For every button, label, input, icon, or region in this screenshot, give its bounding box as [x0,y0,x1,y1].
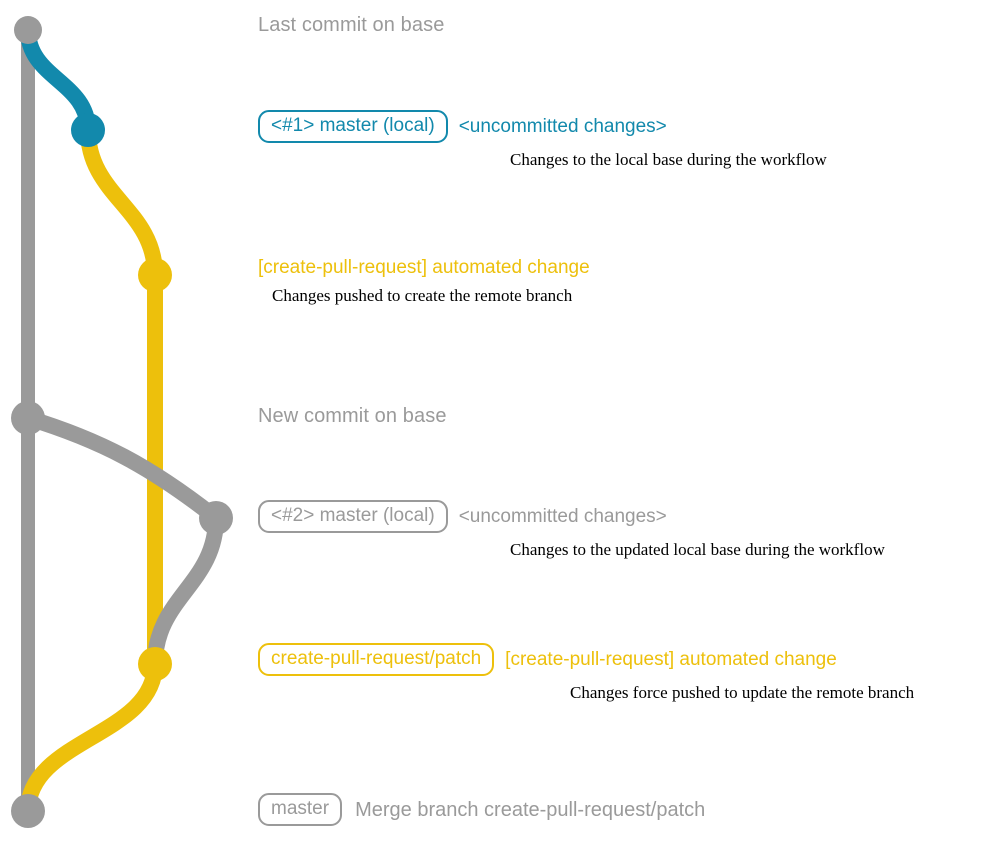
commit-headline: master Merge branch create-pull-request/… [258,793,705,826]
commit-row-cpr-2: create-pull-request/patch [create-pull-r… [258,643,914,703]
commit-graph [11,16,233,828]
commit-node-cpr-1[interactable] [138,258,172,292]
commit-node-merge[interactable] [11,794,45,828]
commit-row-base-2: New commit on base [258,405,447,427]
commit-subject: [create-pull-request] automated change [505,648,837,670]
commit-subject: <uncommitted changes> [458,115,667,137]
commit-headline: create-pull-request/patch [create-pull-r… [258,643,837,676]
edge-local2-to-cpr2 [147,517,224,665]
commit-headline: New commit on base [258,405,447,427]
commit-headline: <#2> master (local) <uncommitted changes… [258,500,667,533]
commit-node-base-1[interactable] [14,16,42,44]
ref-badge-master[interactable]: master [258,793,343,826]
ref-badge-master-local-2[interactable]: <#2> master (local) [258,500,448,533]
commit-description: Changes to the local base during the wor… [510,150,827,169]
commit-headline: Last commit on base [258,14,444,36]
commit-row-local-1: <#1> master (local) <uncommitted changes… [258,110,827,170]
commit-description: Changes to the updated local base during… [510,540,885,559]
commit-row-cpr-1: [create-pull-request] automated change C… [258,257,590,306]
commit-headline: [create-pull-request] automated change [258,257,590,279]
commit-description: Changes force pushed to update the remot… [570,683,915,702]
edge-cpr2-to-merge [20,663,163,812]
commit-node-base-2[interactable] [11,401,45,435]
commit-node-local-2[interactable] [199,501,233,535]
commit-subject: [create-pull-request] automated change [258,257,590,278]
edge-base2-to-local2 [25,410,221,525]
ref-badge-master-local-1[interactable]: <#1> master (local) [258,110,448,143]
commit-row-base-1: Last commit on base [258,14,444,36]
commit-row-local-2: <#2> master (local) <uncommitted changes… [258,500,885,560]
edge-local1-to-cpr1 [80,129,163,276]
commit-subject: <uncommitted changes> [458,505,667,527]
commit-node-cpr-2[interactable] [138,647,172,681]
commit-description: Changes pushed to create the remote bran… [272,286,573,305]
commit-node-local-1[interactable] [71,113,105,147]
commit-subject: New commit on base [258,405,447,427]
commit-subject: Merge branch create-pull-request/patch [355,798,706,821]
commit-headline: <#1> master (local) <uncommitted changes… [258,110,667,143]
commit-subject: Last commit on base [258,14,445,36]
commit-row-merge: master Merge branch create-pull-request/… [258,793,705,826]
ref-badge-create-pull-request-patch[interactable]: create-pull-request/patch [258,643,495,676]
